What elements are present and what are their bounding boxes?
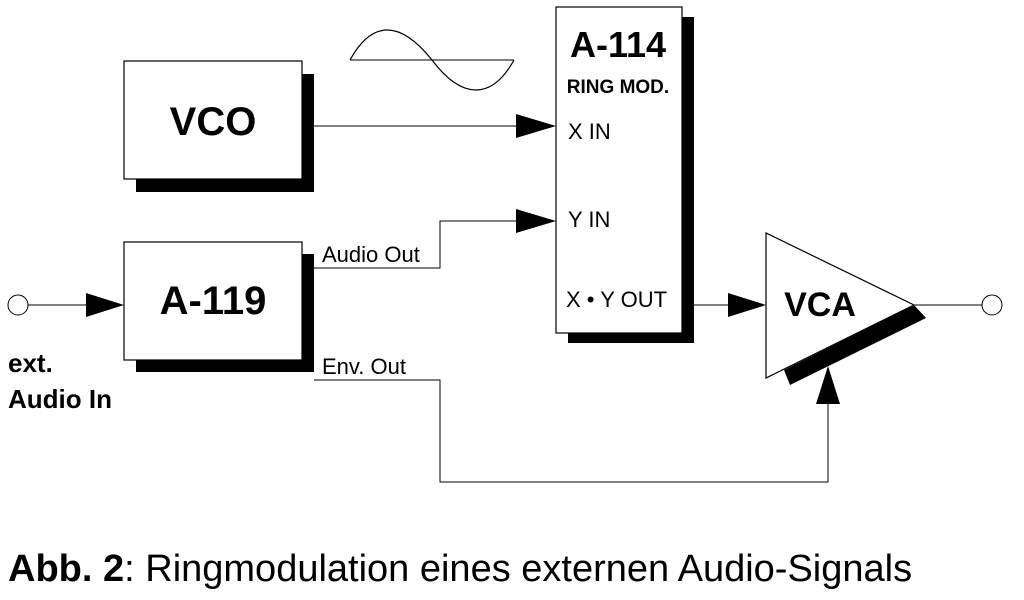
vca-cv-arrow-icon: [816, 366, 840, 404]
env-out-to-vca-cv-connection: Env. Out: [314, 354, 840, 483]
a119-block: A-119: [123, 241, 314, 372]
a114-subtitle: RING MOD.: [567, 77, 669, 98]
vca-shadow: [784, 305, 926, 385]
x-in-arrow-icon: [516, 114, 556, 138]
vca-output-connection: [914, 294, 1003, 316]
xy-out-label: X • Y OUT: [566, 287, 667, 312]
xy-out-to-vca-connection: [694, 293, 766, 317]
audio-out-to-y-in-connection: Audio Out: [314, 209, 556, 269]
a114-box: [555, 6, 683, 334]
figure-caption: Abb. 2: Ringmodulation eines externen Au…: [8, 548, 912, 591]
output-jack-icon: [981, 294, 1003, 316]
env-out-label: Env. Out: [322, 354, 406, 379]
a119-label: A-119: [160, 279, 267, 323]
vco-box: [123, 60, 303, 180]
caption-separator: :: [124, 548, 135, 590]
vca-label: VCA: [784, 286, 856, 324]
y-in-label: Y IN: [568, 207, 610, 232]
vco-to-x-in-connection: [314, 114, 556, 138]
vca-in-arrow-icon: [728, 293, 766, 317]
ext-audio-in-connection: ext. Audio In: [7, 293, 124, 414]
audio-out-label: Audio Out: [322, 242, 420, 267]
a114-block: A-114 RING MOD. X IN Y IN X • Y OUT: [555, 6, 694, 343]
x-in-label: X IN: [568, 119, 611, 144]
vca-block: VCA: [765, 232, 926, 385]
a114-title: A-114: [570, 24, 666, 65]
caption-text: Ringmodulation eines externen Audio-Sign…: [145, 548, 913, 590]
a119-in-arrow-icon: [86, 293, 124, 317]
input-jack-icon: [7, 294, 29, 316]
vca-triangle: [765, 232, 916, 379]
audio-in-label: Audio In: [8, 384, 112, 414]
a119-box: [123, 241, 303, 361]
vco-label: VCO: [170, 100, 257, 144]
ext-label: ext.: [8, 348, 53, 378]
caption-label: Abb. 2: [8, 548, 125, 590]
sine-wave-icon: [349, 29, 515, 91]
vco-block: VCO: [123, 60, 314, 192]
y-in-arrow-icon: [516, 209, 556, 233]
